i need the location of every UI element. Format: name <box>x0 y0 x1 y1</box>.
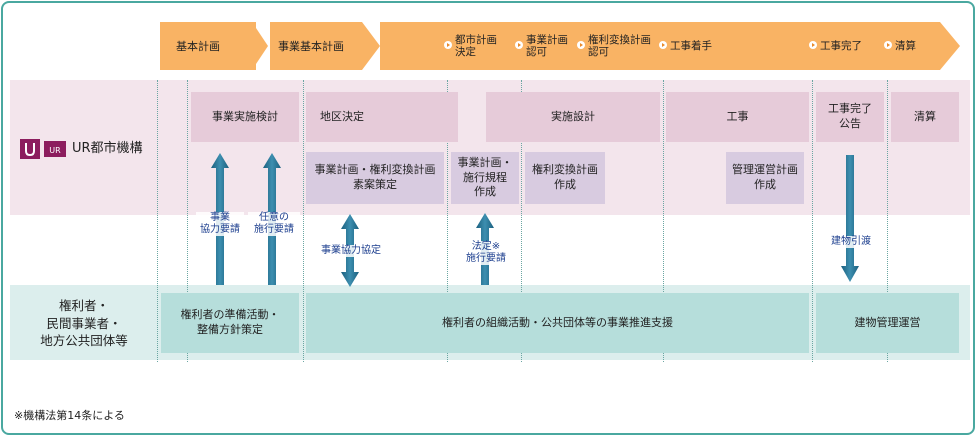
box-project-study: 事業実施検討 <box>191 92 299 142</box>
svg-text:UR: UR <box>49 146 61 155</box>
box-rights-conversion-plan: 権利変換計画作成 <box>525 152 605 204</box>
arrow-label-voluntary-request: 任意の施行要請 <box>248 212 300 236</box>
milestone-rights-conversion-approval: 権利変換計画認可 <box>588 34 651 59</box>
box-detailed-design: 実施設計 <box>486 92 660 142</box>
box-building-management: 建物管理運営 <box>816 293 959 353</box>
milestone-marker-icon <box>884 41 892 49</box>
column-divider <box>521 80 522 362</box>
milestone-marker-icon <box>659 41 667 49</box>
box-rightholder-preparation: 権利者の準備活動・整備方針策定 <box>161 293 299 353</box>
ur-logo-icon: UR <box>20 139 66 159</box>
milestone-marker-icon <box>515 41 523 49</box>
arrow-down-icon <box>841 155 859 282</box>
footnote: ※機構法第14条による <box>14 409 125 422</box>
phase-project-plan: 事業基本計画 <box>278 40 344 53</box>
arrow-label-cooperation-agreement: 事業協力協定 <box>310 245 392 257</box>
milestone-marker-icon <box>809 41 817 49</box>
column-divider <box>303 80 304 362</box>
column-divider <box>447 80 448 362</box>
rightholders-label: 権利者・民間事業者・地方公共団体等 <box>40 298 128 348</box>
milestone-city-plan: 都市計画決定 <box>455 34 497 59</box>
box-project-rules: 事業計画・施行規程作成 <box>451 152 519 204</box>
ur-org-name: UR都市機構 <box>72 141 143 156</box>
phase-chevron-main <box>380 22 960 70</box>
column-divider <box>812 80 813 362</box>
milestone-settlement: 清算 <box>895 40 916 52</box>
box-rightholder-support: 権利者の組織活動・公共団体等の事業推進支援 <box>306 293 809 353</box>
milestone-marker-icon <box>444 41 452 49</box>
box-completion-notice: 工事完了公告 <box>816 92 884 142</box>
arrow-label-cooperation-request: 事業協力要請 <box>196 212 244 236</box>
box-settlement: 清算 <box>891 92 959 142</box>
box-management-plan: 管理運営計画作成 <box>726 152 804 204</box>
milestone-marker-icon <box>577 41 585 49</box>
milestone-construction-complete: 工事完了 <box>820 40 862 52</box>
box-construction: 工事 <box>666 92 809 142</box>
milestone-construction-start: 工事着手 <box>670 40 712 52</box>
column-divider <box>187 80 188 362</box>
column-divider <box>157 80 158 362</box>
box-district-decision: 地区決定 <box>306 92 458 142</box>
box-draft-plan: 事業計画・権利変換計画素案策定 <box>306 152 444 204</box>
phase-basic-plan: 基本計画 <box>176 22 256 70</box>
arrow-label-statutory-request: 法定※施行要請 <box>460 241 512 265</box>
phase-chevron-project-plan <box>270 22 380 70</box>
column-divider <box>663 80 664 362</box>
column-divider <box>887 80 888 362</box>
arrow-label-handover: 建物引渡 <box>826 236 876 248</box>
milestone-project-approval: 事業計画認可 <box>526 34 568 59</box>
